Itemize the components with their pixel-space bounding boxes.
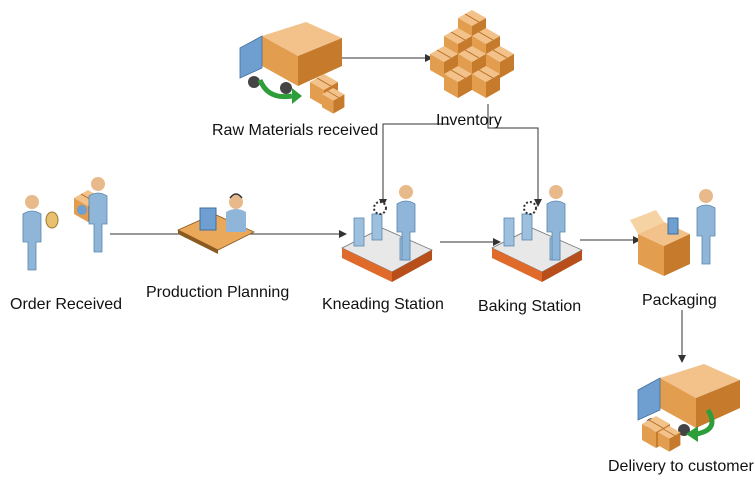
inventory-boxes-icon xyxy=(429,9,515,99)
delivery-label: Delivery to customer xyxy=(608,458,754,475)
baking-station-label: Baking Station xyxy=(478,298,582,315)
baking-station-icon xyxy=(491,184,583,283)
raw-materials-label: Raw Materials received xyxy=(212,122,379,139)
production-planning-icon xyxy=(177,193,255,254)
order-received-label: Order Received xyxy=(10,296,123,313)
connector-inventory-to-baking xyxy=(487,104,542,207)
delivery-truck-icon xyxy=(637,363,741,453)
order-received-icon xyxy=(22,176,108,271)
kneading-station-label: Kneading Station xyxy=(322,296,444,313)
packaging-icon xyxy=(630,188,716,276)
production-planning-label: Production Planning xyxy=(146,284,290,301)
connector-inventory-to-kneading xyxy=(379,123,450,207)
packaging-label: Packaging xyxy=(642,292,717,309)
kneading-station-icon xyxy=(341,184,433,283)
raw-materials-truck-icon xyxy=(239,21,345,114)
inventory-label: Inventory xyxy=(436,112,502,129)
